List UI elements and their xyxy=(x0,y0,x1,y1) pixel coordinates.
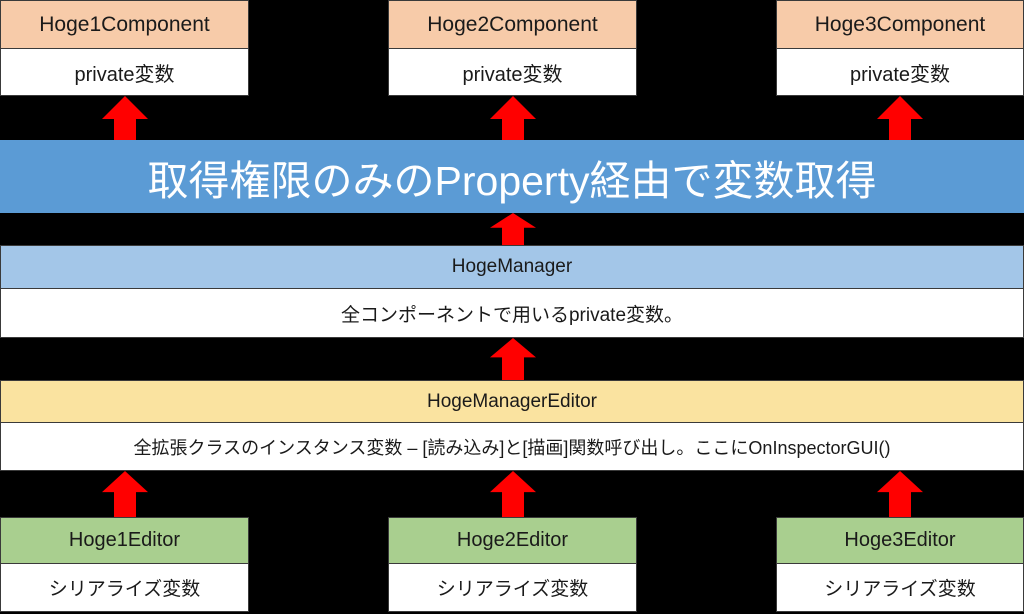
arrow-up-icon-manager-to-banner xyxy=(490,213,536,245)
editor-box-2: Hoge2Editor シリアライズ変数 xyxy=(388,517,637,612)
property-access-banner: 取得権限のみのProperty経由で変数取得 xyxy=(0,140,1024,213)
hoge-manager-editor-title: HogeManagerEditor xyxy=(0,380,1024,422)
arrow-up-icon-component-3 xyxy=(877,96,923,146)
hoge-manager-title: HogeManager xyxy=(0,245,1024,288)
editor-box-3-title: Hoge3Editor xyxy=(776,517,1024,563)
component-box-3: Hoge3Component private変数 xyxy=(776,0,1024,96)
component-box-1: Hoge1Component private変数 xyxy=(0,0,249,96)
component-box-1-title: Hoge1Component xyxy=(0,0,249,48)
editor-box-3: Hoge3Editor シリアライズ変数 xyxy=(776,517,1024,612)
hoge-manager-editor-body: 全拡張クラスのインスタンス変数 – [読み込み]と[描画]関数呼び出し。ここにO… xyxy=(0,422,1024,471)
arrow-up-icon-editor-3 xyxy=(877,471,923,517)
hoge-manager-box: HogeManager 全コンポーネントで用いるprivate変数。 xyxy=(0,245,1024,338)
arrow-up-icon-editor-2 xyxy=(490,471,536,517)
component-box-1-body: private変数 xyxy=(0,48,249,96)
editor-box-3-body: シリアライズ変数 xyxy=(776,563,1024,612)
component-box-3-body: private変数 xyxy=(776,48,1024,96)
editor-box-1-body: シリアライズ変数 xyxy=(0,563,249,612)
arrow-up-icon-editor-to-manager xyxy=(490,338,536,380)
hoge-manager-body: 全コンポーネントで用いるprivate変数。 xyxy=(0,288,1024,338)
hoge-manager-editor-box: HogeManagerEditor 全拡張クラスのインスタンス変数 – [読み込… xyxy=(0,380,1024,471)
editor-box-2-body: シリアライズ変数 xyxy=(388,563,637,612)
editor-box-1-title: Hoge1Editor xyxy=(0,517,249,563)
editor-box-1: Hoge1Editor シリアライズ変数 xyxy=(0,517,249,612)
component-box-2-title: Hoge2Component xyxy=(388,0,637,48)
component-box-3-title: Hoge3Component xyxy=(776,0,1024,48)
component-box-2: Hoge2Component private変数 xyxy=(388,0,637,96)
editor-box-2-title: Hoge2Editor xyxy=(388,517,637,563)
arrow-up-icon-component-1 xyxy=(102,96,148,146)
arrow-up-icon-component-2 xyxy=(490,96,536,146)
component-box-2-body: private変数 xyxy=(388,48,637,96)
arrow-up-icon-editor-1 xyxy=(102,471,148,517)
